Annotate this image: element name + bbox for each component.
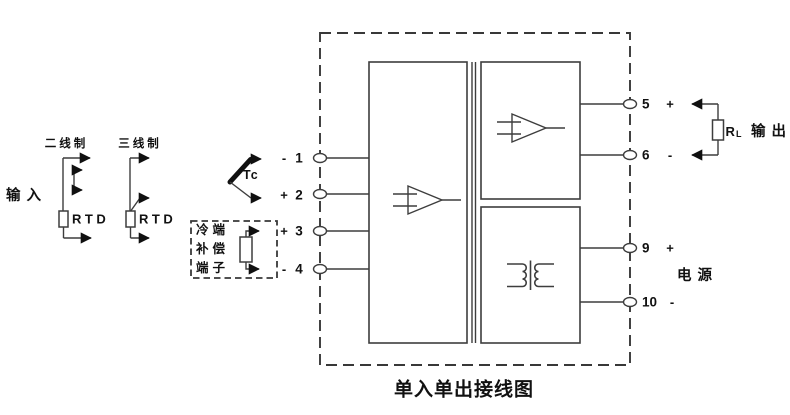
terminal-9-number: 9	[642, 241, 650, 256]
rtd-label-2wire: RTD	[72, 212, 109, 227]
terminal-5-number: 5	[642, 97, 650, 112]
input-terminal-labels: - 1 + 2 + 3 - 4	[280, 151, 303, 277]
tc-label: Tc	[243, 168, 259, 182]
compensation-resistor	[239, 236, 253, 263]
terminal-1-sign: -	[282, 151, 286, 166]
thermocouple-symbol: Tc	[227, 153, 262, 204]
input-section: 输入 二线制 RTD 三线制 RTD	[6, 136, 303, 279]
terminal-10-circle	[622, 296, 638, 308]
terminal-10-sign: -	[670, 295, 674, 310]
cold-label-row2: 补偿	[195, 241, 229, 256]
terminal-6-number: 6	[642, 148, 650, 163]
load-resistor-circuit: R L	[691, 98, 742, 161]
output-amplifier-icon	[497, 112, 565, 144]
cold-label-row3: 端子	[196, 260, 229, 275]
rtd-resistor-3wire	[125, 210, 136, 228]
three-wire-label: 三线制	[118, 136, 162, 150]
terminal-circles	[312, 98, 638, 308]
power-label: 电源	[677, 266, 718, 284]
two-wire-rtd-symbol: 二线制 RTD	[45, 136, 109, 244]
cold-junction-box: 冷端 补偿 端子	[190, 220, 278, 279]
terminal-1-number: 1	[295, 151, 303, 166]
input-amplifier-block	[368, 61, 468, 344]
module-dashed-border	[319, 32, 631, 366]
terminal-9-circle	[622, 242, 638, 254]
terminal-3-sign: +	[280, 224, 288, 239]
output-section: 5 + 6 - R L 输出	[642, 97, 790, 163]
terminal-2-circle	[312, 188, 328, 200]
output-label: 输出	[751, 122, 790, 140]
terminal-2-number: 2	[295, 188, 303, 203]
terminal-2-sign: +	[280, 188, 288, 203]
load-resistor-label: R	[726, 124, 736, 139]
terminal-6-circle	[622, 149, 638, 161]
input-label: 输入	[6, 186, 47, 204]
rtd-resistor-2wire	[58, 210, 69, 228]
terminal-1-circle	[312, 152, 328, 164]
terminal-5-sign: +	[666, 97, 674, 112]
terminal-3-number: 3	[295, 224, 303, 239]
load-resistor-subscript: L	[736, 129, 742, 139]
terminal-6-sign: -	[668, 148, 672, 163]
isolation-barrier	[471, 62, 477, 343]
output-amplifier-block	[480, 61, 581, 200]
two-wire-label: 二线制	[45, 136, 89, 150]
terminal-4-circle	[312, 263, 328, 275]
power-transformer-block	[480, 206, 581, 344]
terminal-4-number: 4	[295, 262, 303, 277]
three-wire-rtd-symbol: 三线制 RTD	[118, 136, 176, 244]
terminal-4-sign: -	[282, 262, 286, 277]
terminal-9-sign: +	[666, 241, 674, 256]
terminal-10-number: 10	[642, 295, 657, 310]
diagram-title: 单入单出接线图	[394, 378, 534, 401]
input-amplifier-icon	[393, 184, 461, 216]
transformer-icon	[507, 260, 554, 290]
rtd-label-3wire: RTD	[139, 212, 176, 227]
power-section: 9 + 10 - 电源	[642, 241, 718, 310]
terminal-5-circle	[622, 98, 638, 110]
load-resistor-symbol	[711, 119, 725, 141]
cold-label-row1: 冷端	[196, 222, 229, 237]
module-outline	[312, 32, 638, 366]
terminal-wires	[326, 103, 624, 303]
terminal-3-circle	[312, 225, 328, 237]
